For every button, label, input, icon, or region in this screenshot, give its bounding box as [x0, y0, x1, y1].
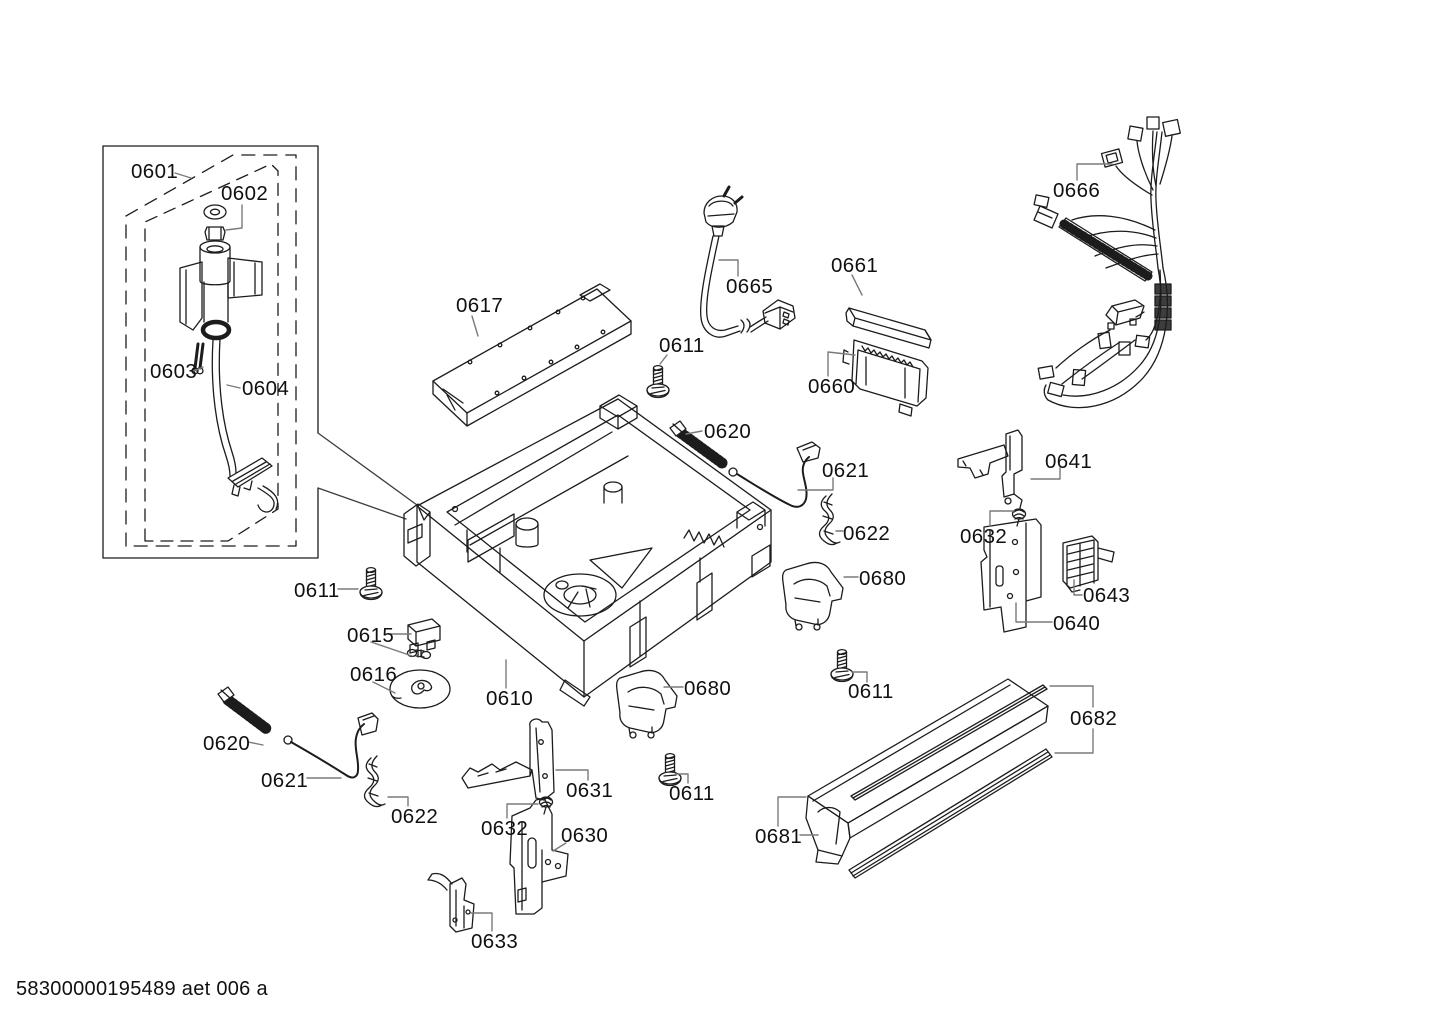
part-label-0616: 0616	[350, 663, 398, 686]
connector-0643	[1062, 535, 1115, 593]
clip-0622-top	[818, 493, 841, 546]
part-label-0611-left: 0611	[294, 579, 340, 602]
part-label-0622-bottom: 0622	[391, 805, 439, 828]
part-0616	[389, 669, 451, 709]
screw-0611-right	[830, 648, 854, 683]
screw-0611-bottom	[658, 752, 682, 787]
wire-harness-0666	[1033, 116, 1181, 409]
part-label-0620-bottom: 0620	[203, 732, 251, 755]
part-label-0640: 0640	[1053, 612, 1101, 635]
spring-0620-top	[669, 420, 728, 469]
part-label-0620-top: 0620	[704, 420, 752, 443]
part-0615	[406, 618, 441, 660]
supply-hose	[211, 338, 279, 513]
bracket-0633	[427, 872, 475, 933]
aquastop-callout-box	[102, 145, 418, 559]
module-0617	[432, 283, 632, 427]
aquastop-valve	[179, 204, 263, 375]
part-label-0611-right: 0611	[848, 680, 894, 703]
part-label-0661: 0661	[831, 254, 879, 277]
bracket-0640	[980, 518, 1042, 633]
leader-lines	[174, 163, 1113, 932]
document-number: 58300000195489 aet 006 a	[16, 978, 268, 1000]
part-label-0611-top: 0611	[659, 334, 705, 357]
part-label-0603: 0603	[150, 360, 198, 383]
bracket-0641	[957, 429, 1023, 509]
clip-0622-bottom	[363, 755, 386, 808]
part-label-0611-bottom: 0611	[669, 782, 715, 805]
part-label-0680-right: 0680	[859, 567, 907, 590]
base-pan-0610	[403, 394, 772, 707]
screw-0611-left	[359, 566, 383, 601]
part-label-0615: 0615	[347, 624, 395, 647]
part-label-0601: 0601	[131, 160, 179, 183]
part-label-0666: 0666	[1053, 179, 1101, 202]
clip-0632-right	[1011, 508, 1027, 527]
hinge-0680-center	[615, 669, 678, 739]
part-label-0681: 0681	[755, 825, 803, 848]
strips-0682	[848, 684, 1053, 879]
part-label-0632-left: 0632	[481, 817, 529, 840]
cable-0621-bottom	[283, 712, 379, 779]
part-label-0660: 0660	[808, 375, 856, 398]
part-label-0621-bottom: 0621	[261, 769, 309, 792]
part-label-0610: 0610	[486, 687, 534, 710]
trim-strip-0661	[845, 307, 932, 349]
part-label-0604: 0604	[242, 377, 290, 400]
part-label-0643: 0643	[1083, 584, 1131, 607]
part-label-0633: 0633	[471, 930, 519, 953]
bracket-0630	[509, 797, 569, 915]
part-label-0665: 0665	[726, 275, 774, 298]
part-label-0641: 0641	[1045, 450, 1093, 473]
part-label-0680-center: 0680	[684, 677, 732, 700]
part-label-0630: 0630	[561, 824, 609, 847]
hinge-0680-right	[781, 561, 844, 631]
part-label-0631: 0631	[566, 779, 614, 802]
spring-0620-bottom	[217, 686, 274, 736]
part-label-0632-right: 0632	[960, 525, 1008, 548]
cable-0621-top	[728, 441, 821, 508]
bracket-0631	[461, 718, 555, 801]
part-label-0682: 0682	[1070, 707, 1118, 730]
part-label-0617: 0617	[456, 294, 504, 317]
power-cord-0665	[700, 185, 796, 338]
part-label-0621-top: 0621	[822, 459, 870, 482]
tray-0660	[842, 339, 929, 417]
screw-0611-top	[646, 364, 670, 399]
plinth-panel-0681	[805, 678, 1049, 865]
part-label-0622-top: 0622	[843, 522, 891, 545]
part-label-0602: 0602	[221, 182, 269, 205]
